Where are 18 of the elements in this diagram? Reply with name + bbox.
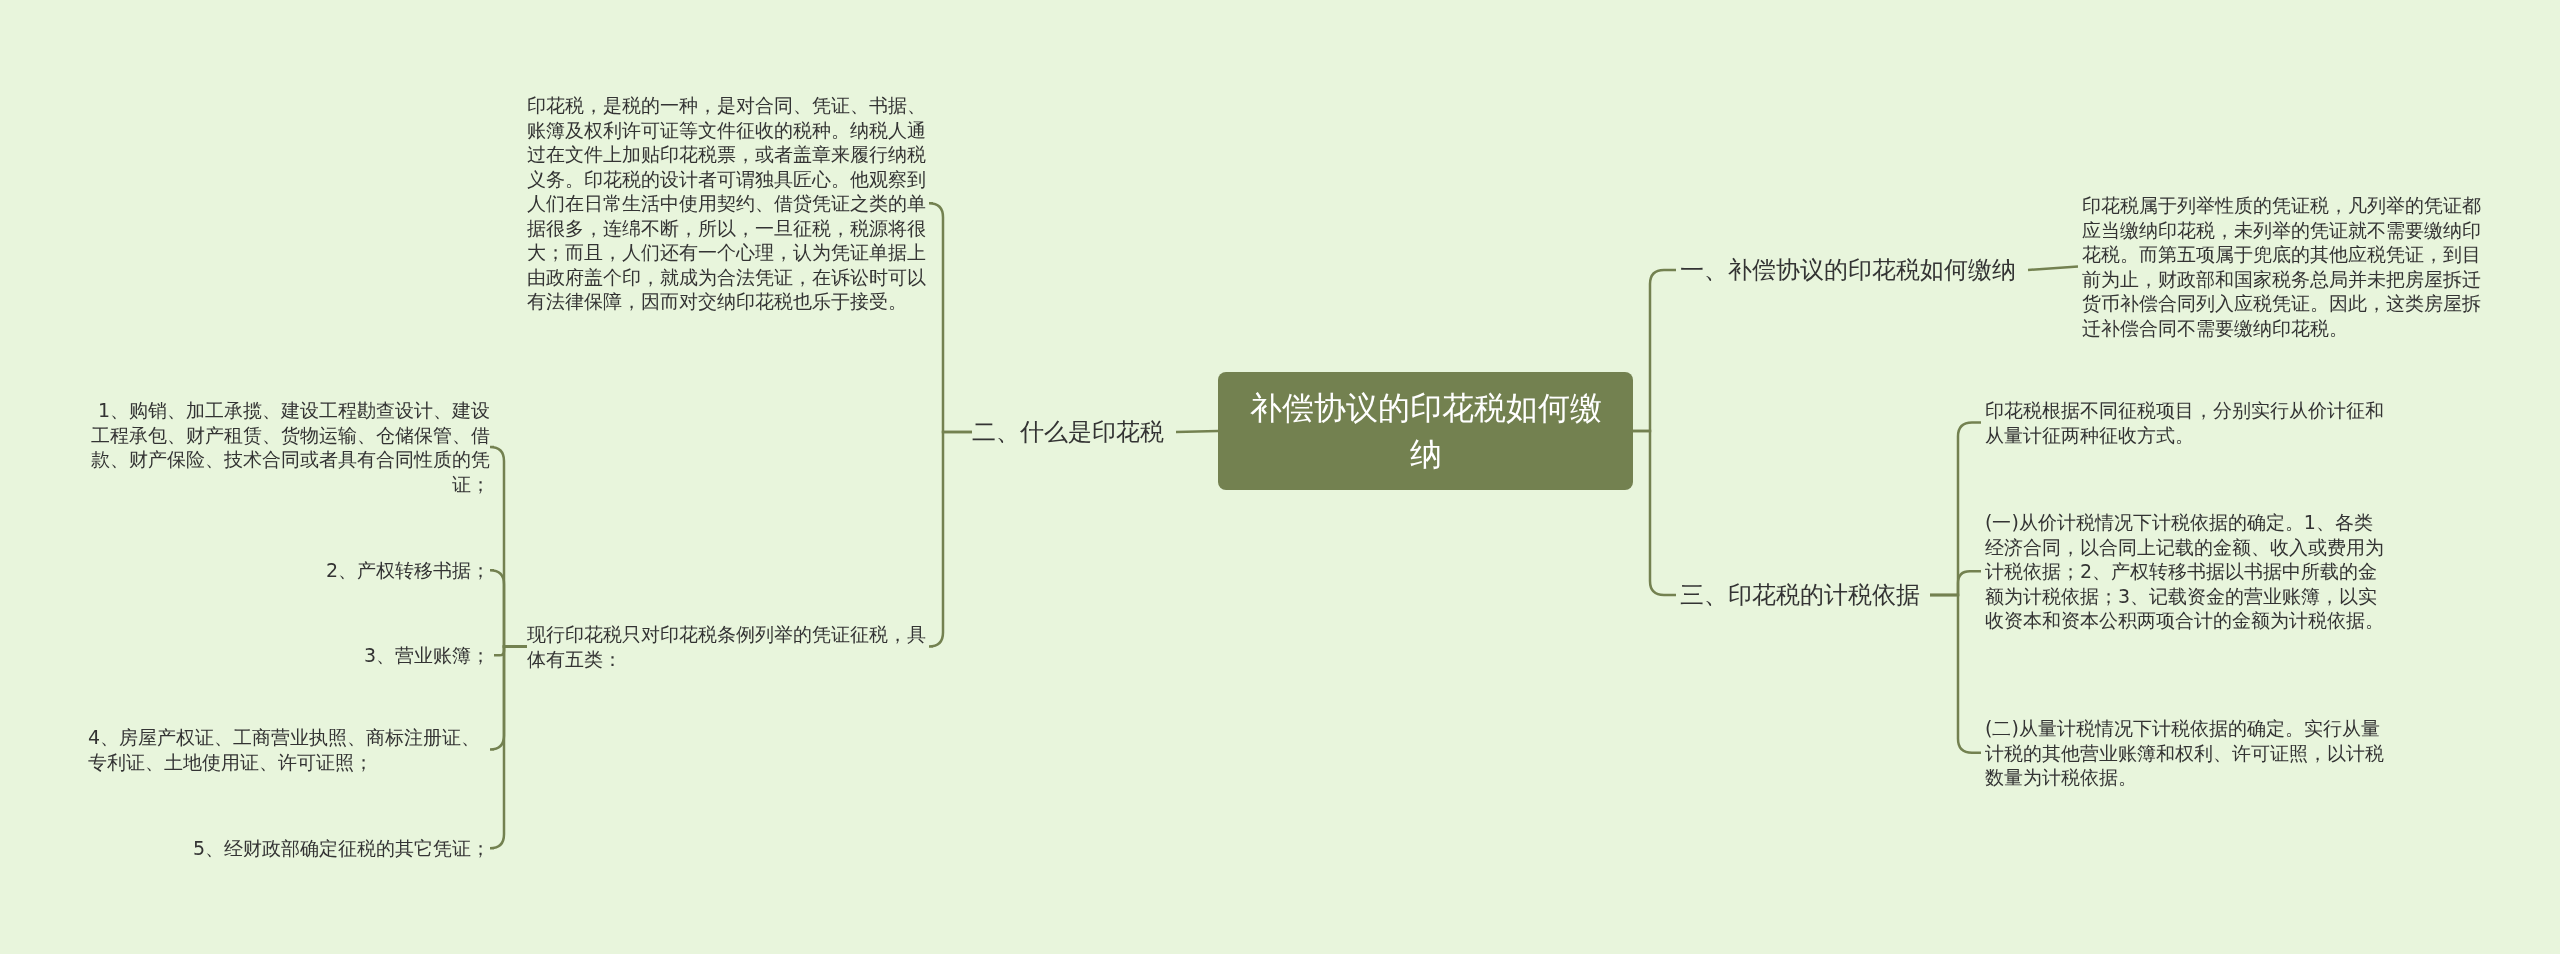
branch-topic: 三、印花税的计税依据 (1680, 580, 1930, 610)
branch-topic: 一、补偿协议的印花税如何缴纳 (1680, 255, 2028, 285)
branch-topic: 二、什么是印花税 (972, 417, 1172, 447)
central-topic-box: 补偿协议的印花税如何缴纳 (1218, 372, 1633, 490)
topic-text: 印花税，是税的一种，是对合同、凭证、书据、账簿及权利许可证等文件征收的税种。纳税人通过在文件上加贴印花税票，或者盖章来履行纳税义务。印花税的设计者可谓独具匠心。他观察到人们在日常生活中使用契约、借贷凭证之类的单据很多，连绵不断，所以，一旦征税，税源将很大；而且，人们还有一个心理，认为凭证单据上由政府盖个印，就成为合法凭证，在诉讼时可以有法律保障，因而对交纳印花税也乐于接受。 (527, 93, 929, 314)
topic-text: 1、购销、加工承揽、建设工程勘查设计、建设工程承包、财产租赁、货物运输、仓储保管、借款、财产保险、技术合同或者具有合同性质的凭证； (88, 398, 490, 496)
topic-text: 印花税属于列举性质的凭证税，凡列举的凭证都应当缴纳印花税，未列举的凭证就不需要缴纳印花税。而第五项属于兜底的其他应税凭证，到目前为止，财政部和国家税务总局并未把房屋拆迁货币补偿合同列入应税凭证。因此，这类房屋拆迁补偿合同不需要缴纳印花税。 (2082, 193, 2484, 340)
topic-text: 3、营业账簿； (88, 643, 490, 668)
topic-text: 5、经财政部确定征税的其它凭证； (88, 836, 490, 861)
topic-text: 2、产权转移书据； (88, 558, 490, 583)
topic-text: 印花税根据不同征税项目，分别实行从价计征和从量计征两种征收方式。 (1985, 398, 2387, 447)
connector-line (2027, 265, 2079, 272)
connector-line (1175, 429, 1219, 434)
topic-text: 现行印花税只对印花税条例列举的凭证征税，具体有五类： (527, 622, 929, 671)
topic-text: 4、房屋产权证、工商营业执照、商标注册证、专利证、土地使用证、许可证照； (88, 725, 490, 774)
connector-line (927, 430, 972, 648)
topic-text: (二)从量计税情况下计税依据的确定。实行从量计税的其他营业账簿和权利、许可证照，以计税数量为计税依据。 (1985, 716, 2387, 790)
topic-text: (一)从价计税情况下计税依据的确定。1、各类经济合同，以合同上记载的金额、收入或费用为计税依据；2、产权转移书据以书据中所载的金额为计税依据；3、记载资金的营业账簿，以实收资本和资本公积两项合计的金额为计税依据。 (1985, 510, 2387, 633)
